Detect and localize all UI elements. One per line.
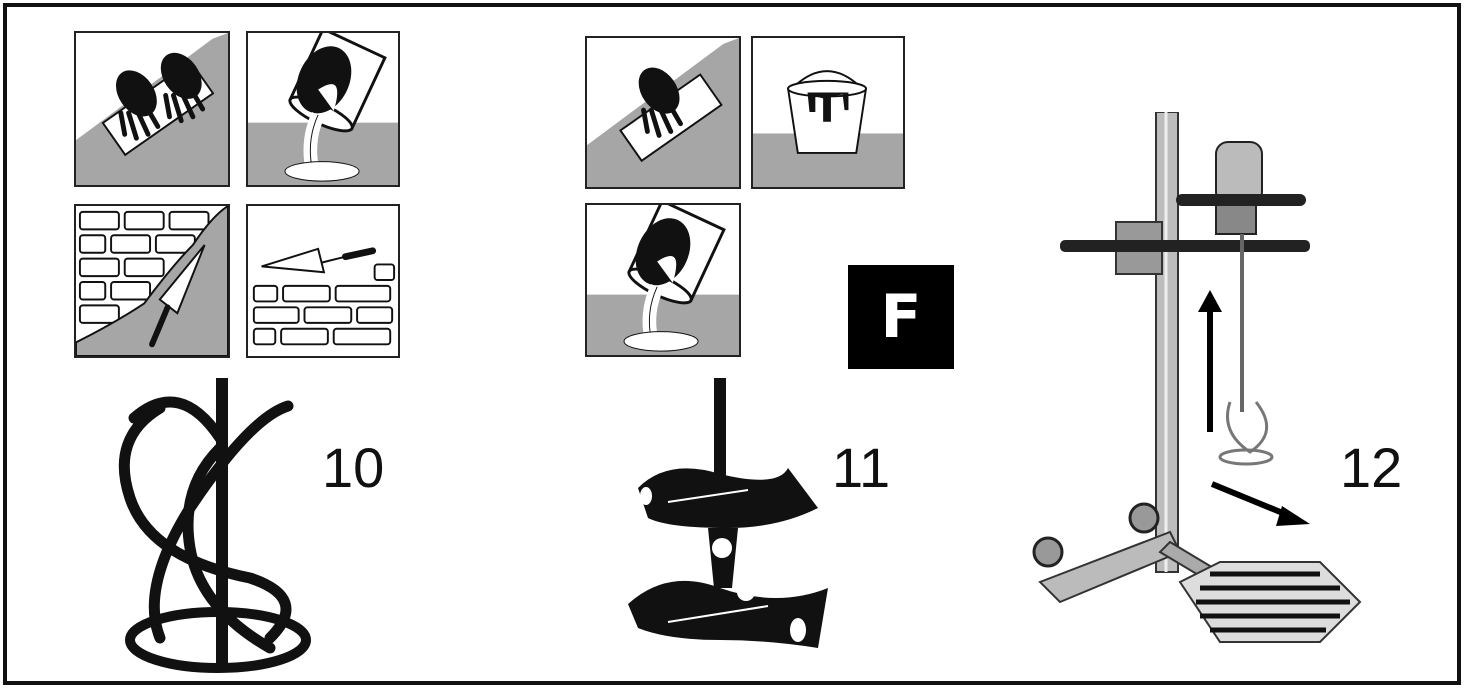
bricklaying-trowel-icon	[246, 204, 400, 358]
figure-number-12: 12	[1340, 436, 1403, 499]
plaster-on-wall-icon	[74, 31, 230, 187]
pouring-bucket-icon-11	[585, 203, 741, 357]
figure-number-10: 10	[322, 436, 385, 499]
section-badge: F	[848, 265, 954, 369]
plaster-on-wall-icon-11	[585, 36, 741, 189]
figure-number-11: 11	[832, 436, 891, 499]
helical-mixing-paddle-icon	[118, 378, 311, 673]
disc-mixing-paddle-icon	[628, 378, 828, 648]
pouring-bucket-icon	[246, 31, 400, 187]
rendering-brick-wall-icon	[74, 204, 230, 358]
mixer-stand-icon	[1032, 112, 1362, 643]
paint-bucket-icon	[751, 36, 905, 189]
